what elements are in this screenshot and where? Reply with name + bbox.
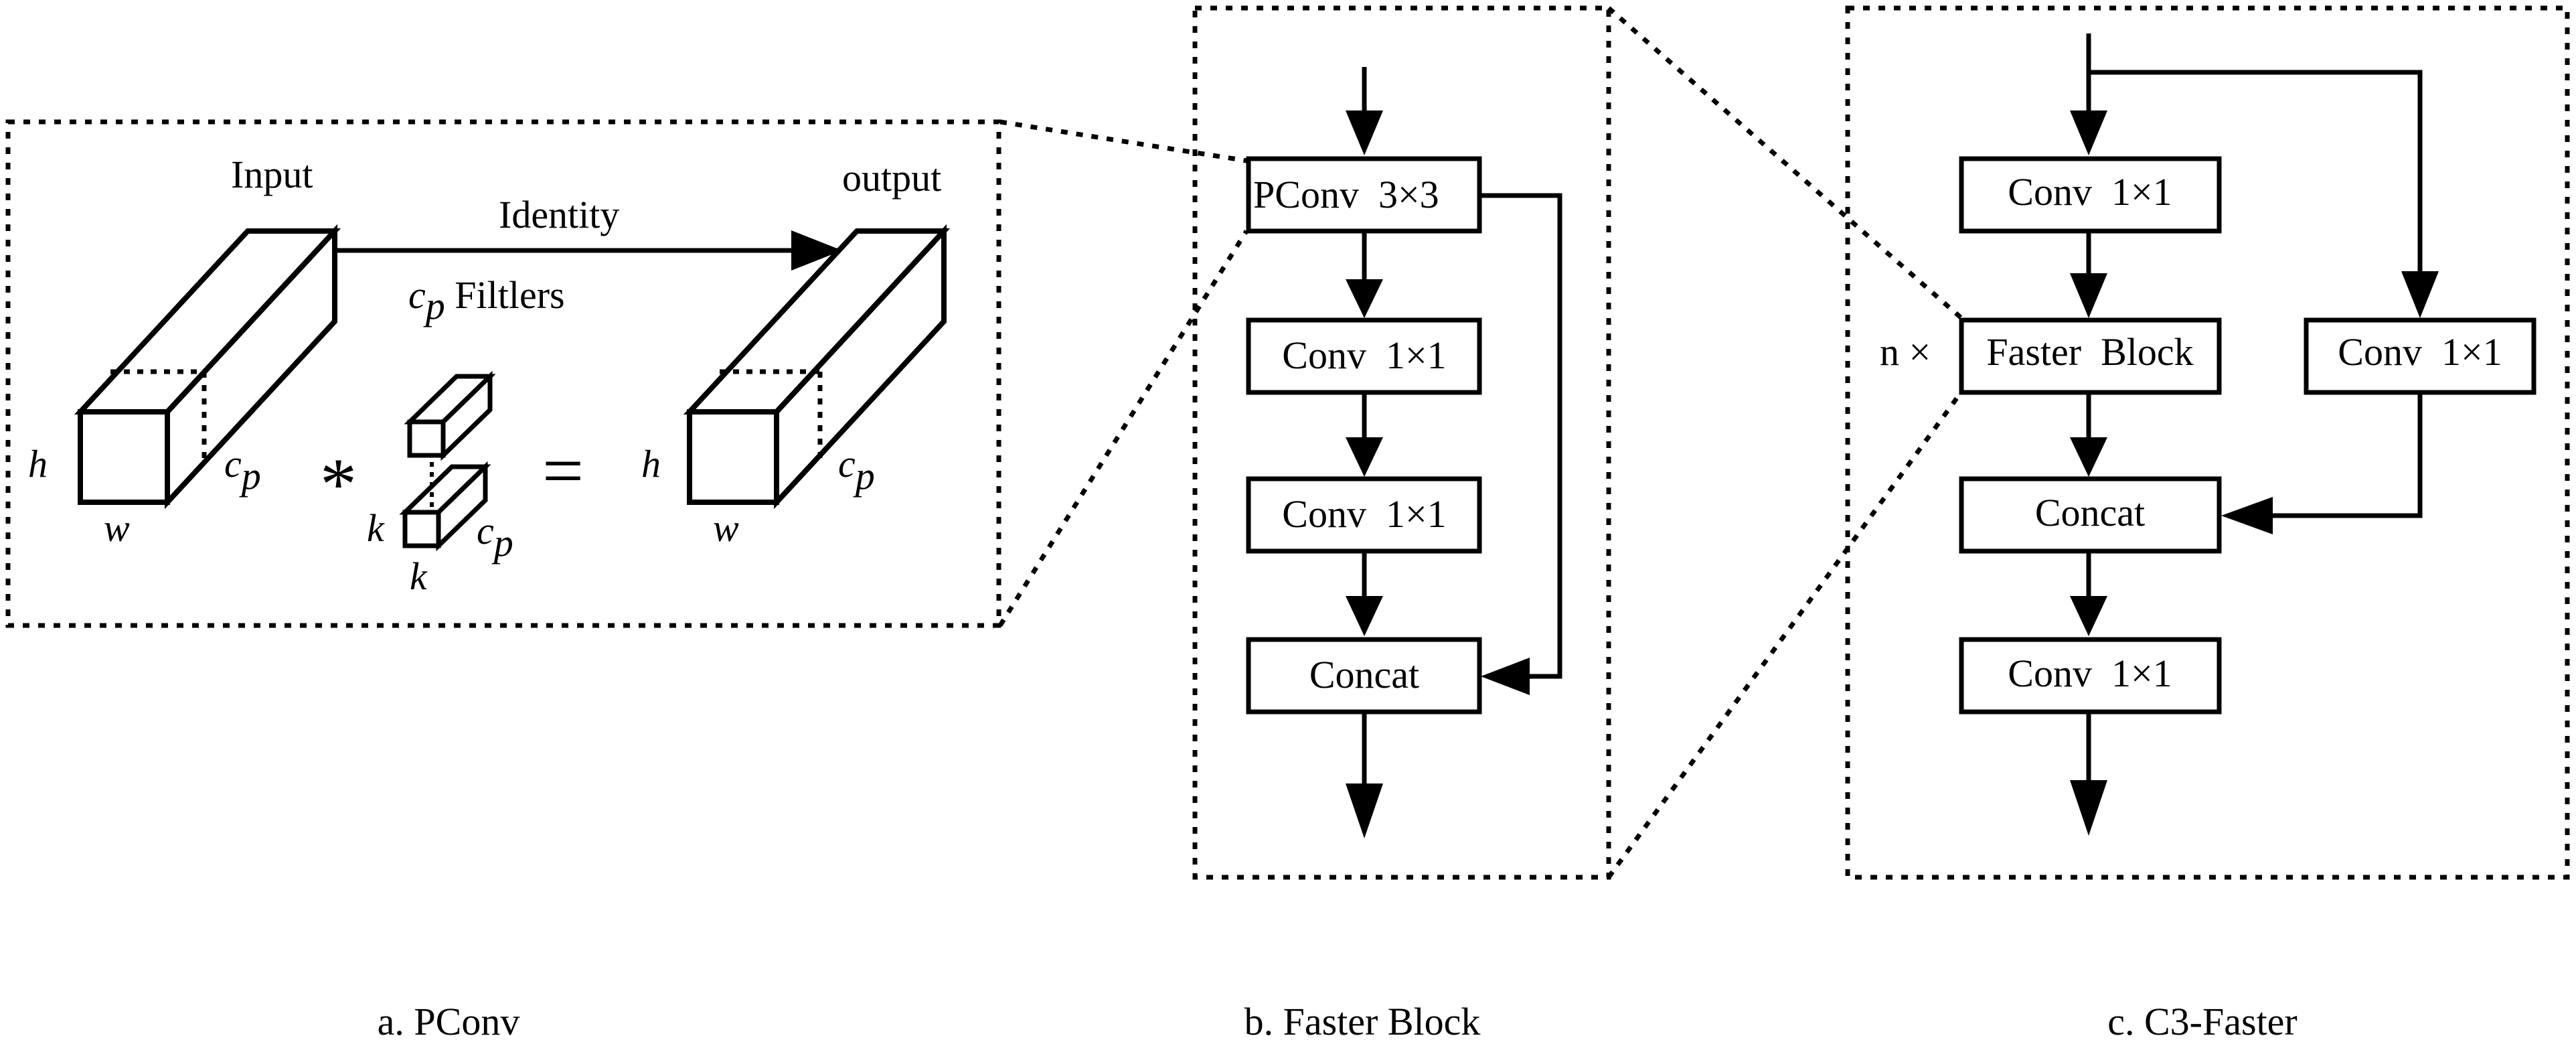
h-label-input: h xyxy=(28,442,48,485)
identity-label: Identity xyxy=(499,193,619,236)
c-conv-side-box xyxy=(2304,317,2537,395)
c-split-arrowhead xyxy=(2401,271,2439,318)
input-label: Input xyxy=(231,153,313,196)
faster-block-box xyxy=(1959,317,2222,395)
w-label-output: w xyxy=(713,506,739,550)
input-hidden-edges xyxy=(110,369,207,459)
c-conv-bottom-label: Conv 1×1 xyxy=(2008,652,2172,695)
b-arrowhead-2 xyxy=(1346,437,1383,477)
b-conv2-box xyxy=(1246,476,1482,554)
kernel-cubes xyxy=(399,370,496,552)
b-skip-arrowhead xyxy=(1481,658,1530,695)
zoom-line-b-top xyxy=(1607,6,1963,320)
b-skip-path xyxy=(1479,193,1562,679)
c-conv-bottom-box xyxy=(1959,637,2222,715)
c-arrowhead-2 xyxy=(2070,437,2107,477)
c-conv-top-label: Conv 1×1 xyxy=(2008,170,2172,214)
n-times-label: n × xyxy=(1880,330,1931,374)
c-side-merge-line xyxy=(2269,392,2423,518)
c-concat-label: Concat xyxy=(2035,491,2145,534)
b-arrowhead-1 xyxy=(1346,279,1383,318)
panel-c-c3-faster: Conv 1×1 n × Faster Block Conv 1×1 Conca… xyxy=(1845,5,2570,880)
k-label-side: k xyxy=(367,506,385,550)
b-conv2-label: Conv 1×1 xyxy=(1282,492,1446,536)
b-concat-label: Concat xyxy=(1309,653,1419,696)
k-label-bottom: k xyxy=(410,554,428,598)
output-cuboid xyxy=(683,224,951,510)
zoom-line-a-top xyxy=(999,119,1247,163)
c-conv-top-box xyxy=(1959,156,2222,234)
identity-arrowhead xyxy=(791,230,842,271)
panel-a-pconv: Input Identity output cp Filtlers h w cp… xyxy=(5,119,1001,628)
b-conv1-box xyxy=(1246,317,1482,395)
pconv-label: PConv 3×3 xyxy=(1253,173,1439,216)
zoom-line-a-bottom xyxy=(998,230,1249,627)
equals-operator: = xyxy=(542,430,584,512)
b-input-arrowhead xyxy=(1346,110,1383,155)
panel-c-frame xyxy=(1845,5,2570,880)
c-side-merge-arrowhead xyxy=(2221,497,2273,534)
filters-label: cp Filtlers xyxy=(408,273,565,327)
w-label-input: w xyxy=(104,506,130,550)
cp-label-kernel: cp xyxy=(477,509,513,565)
b-arrowhead-3 xyxy=(1346,596,1383,636)
pconv-box xyxy=(1246,156,1482,234)
output-label: output xyxy=(842,156,941,200)
star-operator: * xyxy=(320,443,357,525)
panel-a-frame xyxy=(5,119,1001,628)
input-cuboid xyxy=(74,224,341,510)
output-hidden-edges xyxy=(720,369,823,459)
caption-b: b. Faster Block xyxy=(1244,1000,1481,1043)
panel-b-frame xyxy=(1192,5,1611,880)
b-conv1-label: Conv 1×1 xyxy=(1282,333,1446,377)
c-arrowhead-3 xyxy=(2070,596,2107,636)
cp-label-output: cp xyxy=(838,442,875,498)
h-label-output: h xyxy=(641,442,661,485)
c-split-line xyxy=(2089,70,2423,281)
c-input-arrowhead xyxy=(2070,110,2107,155)
faster-block-label: Faster Block xyxy=(1986,330,2193,374)
c-arrowhead-1 xyxy=(2070,273,2107,318)
zoom-line-b-bottom xyxy=(1607,390,1963,879)
c-output-arrowhead xyxy=(2070,780,2107,836)
c-conv-side-label: Conv 1×1 xyxy=(2338,330,2502,374)
cp-label-input: cp xyxy=(224,442,261,498)
caption-c: c. C3-Faster xyxy=(2107,1000,2298,1043)
b-output-arrowhead xyxy=(1346,783,1383,838)
caption-a: a. PConv xyxy=(378,1000,520,1043)
panel-b-faster-block: PConv 3×3 Conv 1×1 Conv 1×1 Concat xyxy=(1192,5,1611,880)
